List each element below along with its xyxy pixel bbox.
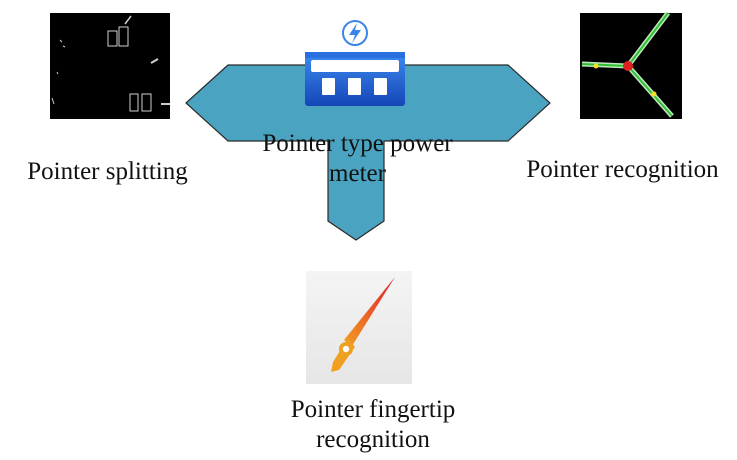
power-meter-icon [305,20,405,106]
pointer-type-power-meter-label: Pointer type power meter [262,130,453,187]
pointer-recognition-image [580,11,682,119]
pointer-splitting-label: Pointer splitting [27,158,188,185]
pointer-recognition-label: Pointer recognition [526,156,719,183]
pointer-needle-icon [306,271,412,384]
pointer-splitting-image [50,13,170,119]
pointer-fingertip-recognition-label: Pointer fingertip recognition [290,396,456,453]
t-arrow-shape [185,64,551,241]
